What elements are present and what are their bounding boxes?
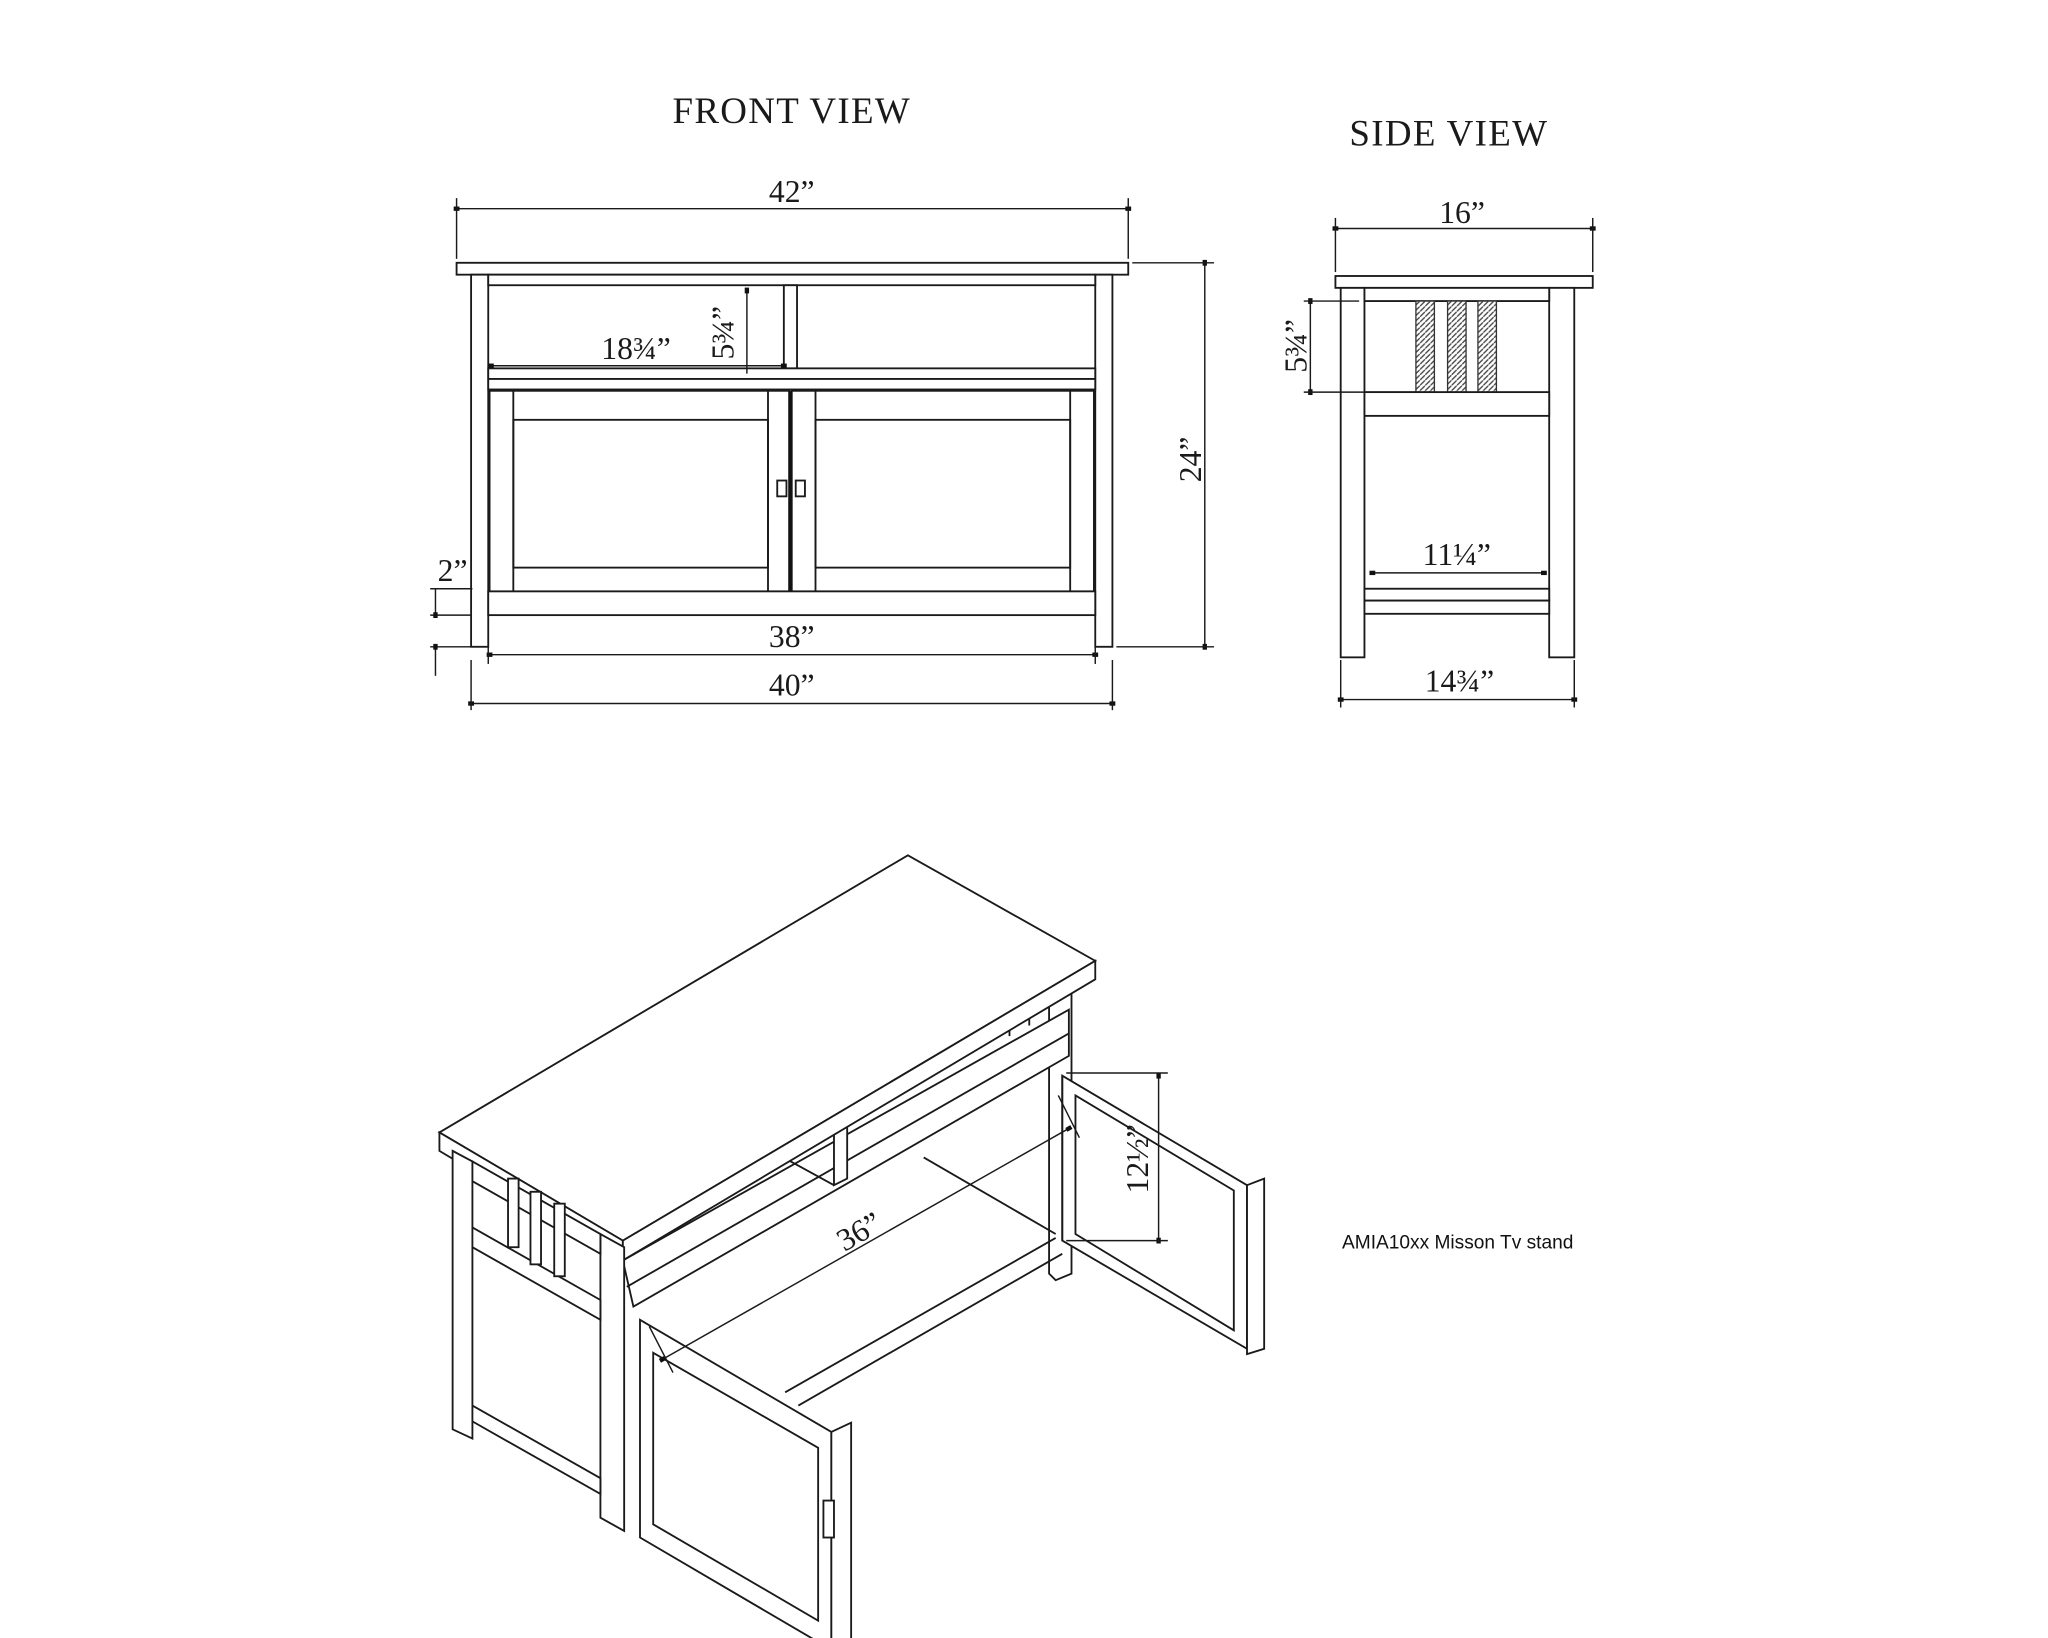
dimension-shelf-height: 5¾” <box>706 287 750 374</box>
slat <box>1446 300 1467 393</box>
dimension-label: 38” <box>769 619 815 654</box>
dimension-label: 12½” <box>1120 1124 1155 1193</box>
top-slab <box>455 261 1130 276</box>
right-door <box>790 389 1095 593</box>
top-rail <box>487 273 1097 287</box>
right-door <box>1061 1074 1248 1351</box>
left-door <box>488 389 791 593</box>
dimension-height: 24” <box>1116 259 1215 650</box>
dimension-label: 18¾” <box>601 331 670 366</box>
front-view: FRONT VIEW 42” <box>430 90 1215 711</box>
dimension-label: 14¾” <box>1425 664 1494 699</box>
drawing-caption: AMIA10xx Misson Tv stand <box>1342 1233 1573 1254</box>
slat <box>553 1202 566 1278</box>
dimension-label: 36” <box>831 1205 888 1258</box>
dimension-inner-width: 38” <box>486 619 1099 664</box>
side-view: SIDE VIEW 16” 5¾” 11¼” <box>1278 112 1596 708</box>
dimension-slat-height: 5¾” <box>1278 298 1418 396</box>
isometric-view: 36” 12½” <box>437 854 1266 1638</box>
front-leg <box>1339 286 1366 659</box>
slat <box>507 1177 520 1249</box>
top-slab <box>1334 275 1594 289</box>
left-front-leg <box>451 1149 474 1440</box>
right-leg <box>1094 273 1114 648</box>
dimension-shelf-width: 18¾” <box>487 331 787 368</box>
slat <box>529 1190 542 1266</box>
left-door-handle <box>822 1499 835 1539</box>
back-leg <box>1548 286 1576 659</box>
dimension-label: 2” <box>438 553 468 588</box>
dimension-label: 5¾” <box>706 306 741 360</box>
dimension-door-opening: 12½” <box>1066 1072 1168 1244</box>
slat <box>1415 300 1436 393</box>
dimension-label: 42” <box>769 174 815 209</box>
dimension-label: 11¼” <box>1423 537 1491 572</box>
left-leg <box>470 273 490 648</box>
dimension-overall-width: 42” <box>453 174 1132 259</box>
cabinet-side <box>1334 275 1594 659</box>
dimension-label: 24” <box>1173 437 1208 483</box>
dimension-inner-depth: 11¼” <box>1369 537 1547 576</box>
bottom-rail <box>487 590 1097 617</box>
slat <box>1477 300 1498 393</box>
shelf-divider <box>782 284 798 370</box>
right-door-handle <box>794 479 806 498</box>
left-door-handle <box>776 479 788 498</box>
front-view-title: FRONT VIEW <box>672 90 911 131</box>
dimension-leg-span: 40” <box>468 659 1116 711</box>
dimension-leg-clearance: 2” <box>430 553 473 676</box>
dimension-side-leg-span: 14¾” <box>1337 659 1578 708</box>
dimension-depth: 16” <box>1332 195 1596 273</box>
cabinet-front <box>455 261 1130 648</box>
left-rear-leg <box>599 1232 626 1533</box>
dimension-label: 40” <box>769 668 815 703</box>
dimension-label: 5¾” <box>1278 319 1313 373</box>
side-view-title: SIDE VIEW <box>1349 112 1548 153</box>
left-door <box>639 1318 833 1638</box>
dimension-label: 16” <box>1439 195 1485 230</box>
